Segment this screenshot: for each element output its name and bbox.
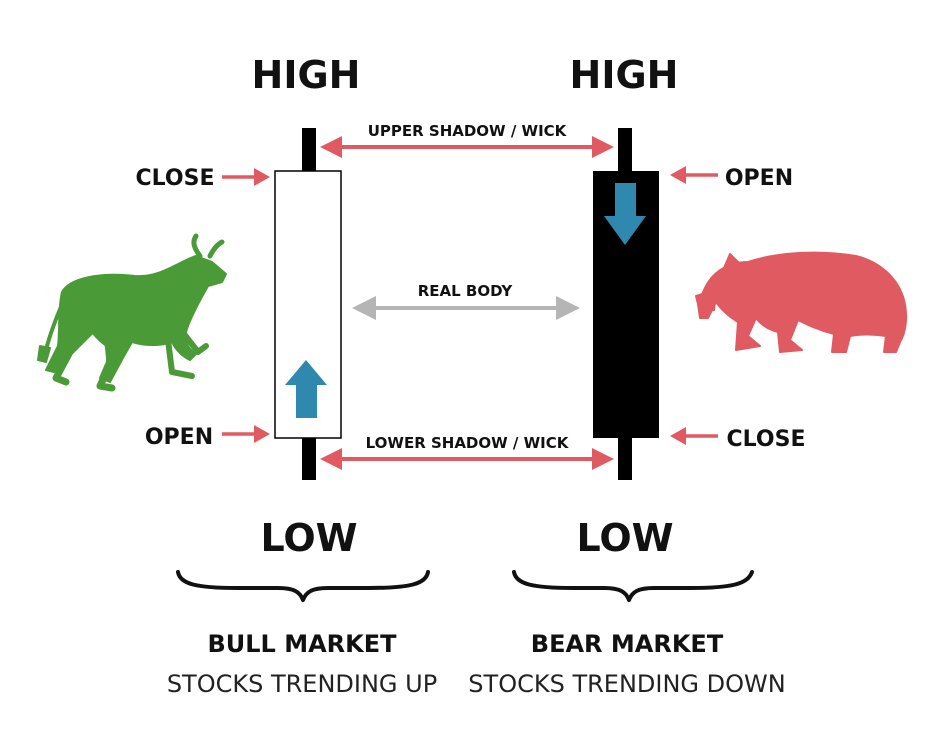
bear-open-arrow-icon [670,166,718,184]
bear-high-label: HIGH [570,53,679,97]
bull-open-arrow-icon [222,425,270,443]
bull-up-arrow-icon [285,360,327,418]
bear-open-label: OPEN [725,166,793,191]
bull-market-title: BULL MARKET [207,630,397,658]
bear-icon [695,251,908,353]
bear-market-subtitle: STOCKS TRENDING DOWN [468,670,785,698]
bull-low-label: LOW [260,516,357,560]
lower-shadow-label: LOWER SHADOW / WICK [366,434,570,452]
bear-candle [593,128,659,480]
bull-open-label: OPEN [145,425,213,450]
bear-brace-icon [512,570,754,602]
bear-down-arrow-icon [604,183,646,245]
upper-shadow-arrow-icon [320,136,614,158]
bull-candle [274,128,342,480]
bull-close-arrow-icon [222,168,270,186]
upper-shadow-label: UPPER SHADOW / WICK [368,122,568,140]
bear-market-title: BEAR MARKET [531,630,724,658]
bull-market-subtitle: STOCKS TRENDING UP [167,670,437,698]
bull-high-label: HIGH [252,53,361,97]
bull-icon [37,233,227,392]
bear-close-label: CLOSE [727,427,806,452]
bear-close-arrow-icon [670,427,718,445]
bull-brace-icon [176,570,430,602]
lower-shadow-arrow-icon [320,448,614,470]
real-body-label: REAL BODY [418,282,514,300]
bear-low-label: LOW [576,516,673,560]
bull-close-label: CLOSE [136,166,215,191]
real-body-arrow-icon [352,296,580,320]
